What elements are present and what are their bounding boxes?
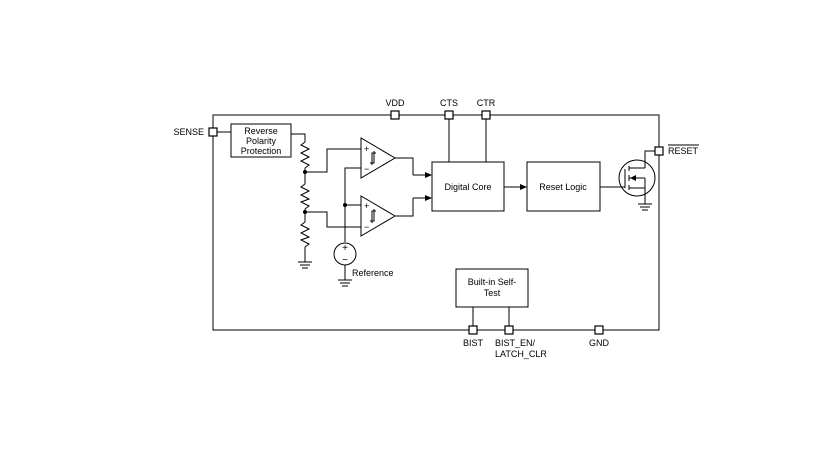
pin-gnd-label: GND — [589, 338, 610, 348]
resistor-r3 — [299, 221, 311, 248]
ic-outline — [212, 114, 660, 331]
pin-ctr-label: CTR — [477, 98, 496, 108]
pin-bist-label: BIST — [463, 338, 484, 348]
arrow-core-to-reset — [520, 184, 527, 190]
reverse-polarity-block — [230, 123, 292, 158]
comparator-upper-minus: − — [364, 164, 369, 174]
pin-bist-en — [504, 325, 514, 335]
arrow-comp2-to-core — [425, 195, 432, 201]
comparator-lower — [360, 195, 396, 237]
bist-block-label-1: Built-in Self- — [468, 277, 517, 287]
pin-cts-label: CTS — [440, 98, 458, 108]
reverse-polarity-label-3: Protection — [241, 146, 282, 156]
comparator-lower-plus: + — [364, 201, 369, 211]
output-mosfet — [618, 159, 656, 197]
reverse-polarity-label-1: Reverse — [244, 126, 278, 136]
pin-gnd — [594, 325, 604, 335]
pin-vdd-label: VDD — [385, 98, 405, 108]
resistor-r1 — [299, 141, 311, 169]
pin-reset-label: RESET — [668, 146, 699, 156]
pin-sense-label: SENSE — [173, 127, 204, 137]
reference-ground-icon — [338, 279, 352, 287]
reset-logic-label: Reset Logic — [539, 182, 587, 192]
pin-sense — [208, 127, 218, 137]
digital-core-label: Digital Core — [444, 182, 491, 192]
pin-bist — [468, 325, 478, 335]
bist-block — [455, 268, 529, 308]
pin-cts — [444, 110, 454, 120]
mosfet-ground-icon — [638, 203, 652, 211]
comparator-lower-minus: − — [364, 222, 369, 232]
pin-bist-en-label-2: LATCH_CLR — [495, 349, 547, 359]
arrow-comp1-to-core — [425, 172, 432, 178]
comparator-upper — [360, 137, 396, 179]
reset-logic-block — [526, 161, 601, 212]
resistor-r2 — [299, 183, 311, 210]
bist-block-label-2: Test — [484, 288, 501, 298]
pin-vdd — [390, 110, 400, 120]
pin-bist-en-label-1: BIST_EN/ — [495, 338, 536, 348]
reference-plus-sign: + — [342, 243, 348, 254]
digital-core-block — [431, 161, 505, 212]
pin-ctr — [481, 110, 491, 120]
reference-minus-sign: − — [342, 255, 348, 266]
ladder-ground-icon — [298, 261, 312, 269]
reference-label: Reference — [352, 268, 394, 278]
comparator-upper-plus: + — [364, 144, 369, 154]
reverse-polarity-label-2: Polarity — [246, 136, 277, 146]
pin-reset — [654, 146, 664, 156]
